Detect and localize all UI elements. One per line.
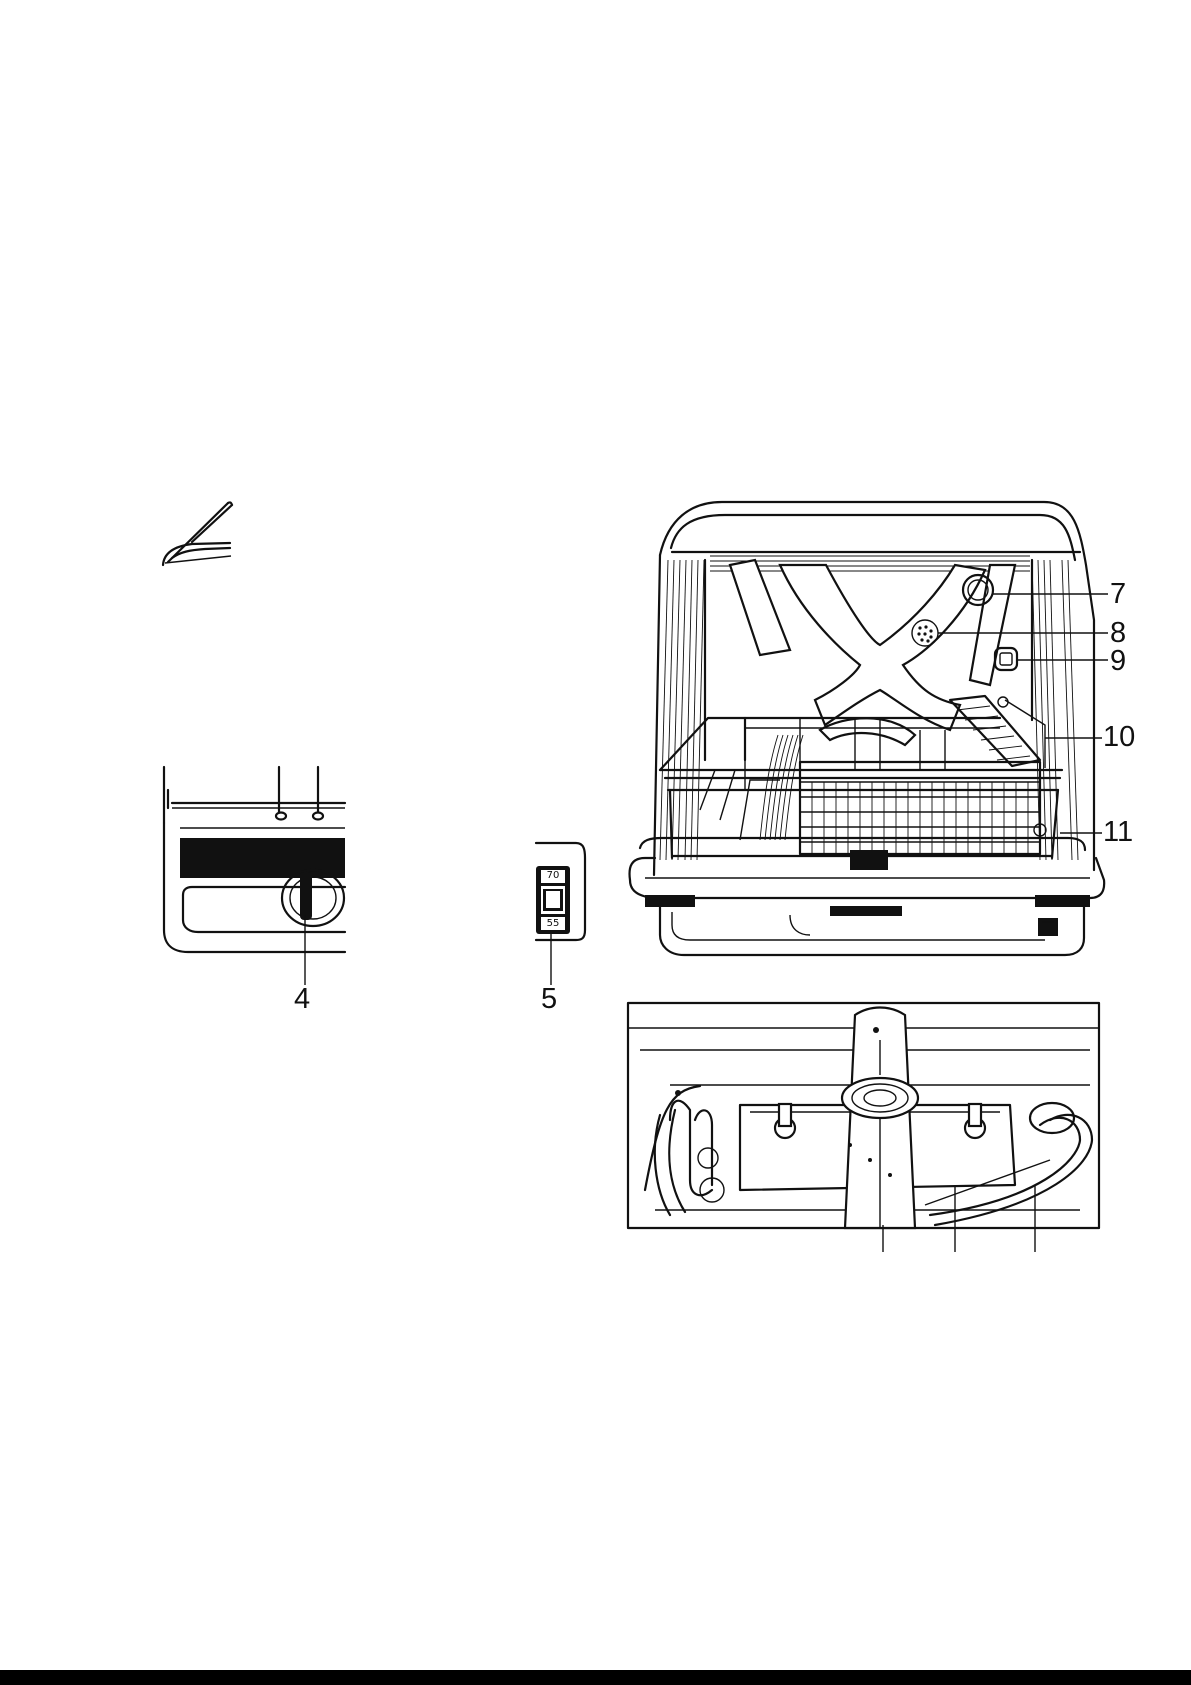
cutlery-basket-grid [800, 762, 1040, 854]
callout-5: 5 [541, 985, 557, 1014]
callout-8: 8 [1110, 619, 1126, 648]
control-panel-drawing [164, 767, 345, 985]
page-bottom-border [0, 1670, 1191, 1685]
callout-10: 10 [1103, 723, 1135, 752]
sump-detail-drawing [628, 1003, 1099, 1252]
thermostat-drawing [536, 843, 585, 985]
cup-rack [950, 696, 1045, 768]
callout-4: 4 [294, 985, 310, 1014]
thermostat-high-label: 70 [543, 870, 563, 881]
callout-9: 9 [1110, 647, 1126, 676]
lid-fragment-drawing [163, 502, 232, 565]
callout-11: 11 [1103, 818, 1133, 847]
thermostat-low-label: 55 [543, 918, 563, 929]
dishwasher-front-drawing [630, 502, 1108, 955]
plate-rack [700, 735, 803, 840]
left-wall-ribs [660, 560, 704, 860]
callout-7: 7 [1110, 580, 1126, 609]
